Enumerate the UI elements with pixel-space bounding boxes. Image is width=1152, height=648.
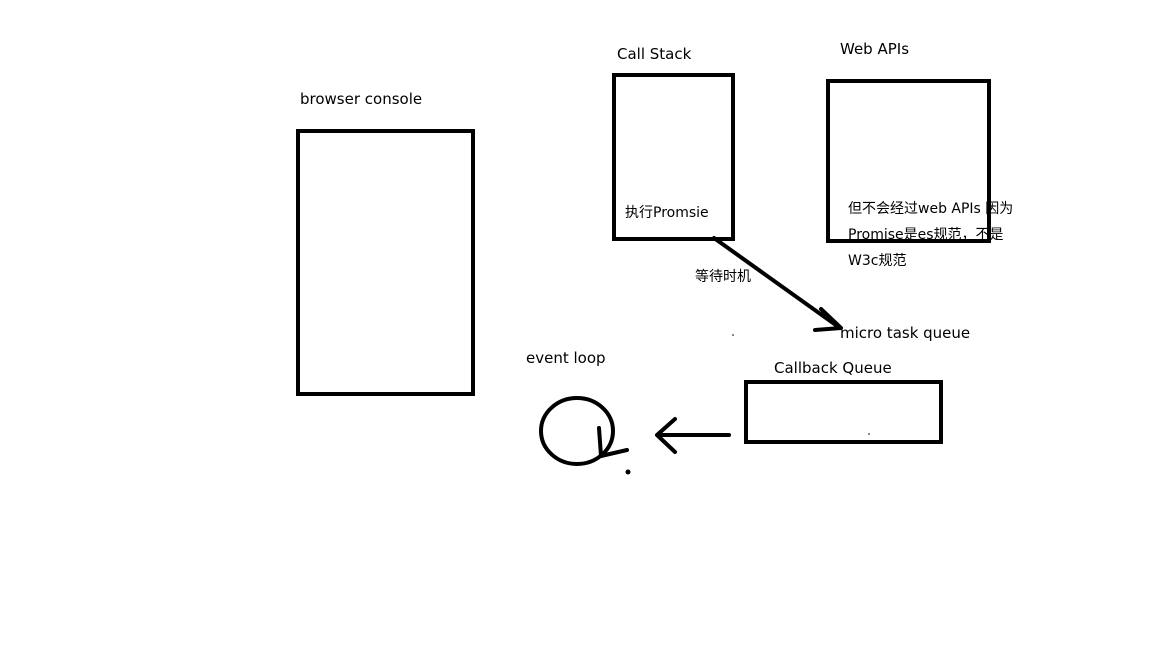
event-loop-icon bbox=[539, 396, 629, 466]
wait-timing-label: 等待时机 bbox=[695, 269, 751, 285]
callback-queue-label: Callback Queue bbox=[774, 359, 892, 377]
event-loop-label: event loop bbox=[526, 349, 606, 367]
promise-note-line-3: W3c规范 bbox=[848, 253, 907, 269]
dot-mark bbox=[625, 469, 631, 475]
promise-note-line-2: Promise是es规范，不是 bbox=[848, 227, 1004, 243]
promise-note: 但不会经过web APIs 因为 Promise是es规范，不是 W3c规范 bbox=[848, 196, 1013, 274]
call-stack-box bbox=[612, 73, 735, 241]
micro-task-queue-label: micro task queue bbox=[840, 324, 971, 342]
browser-console-label: browser console bbox=[300, 90, 423, 108]
web-apis-box bbox=[826, 79, 991, 243]
speck-mark bbox=[732, 334, 734, 336]
call-stack-label: Call Stack bbox=[617, 45, 692, 63]
web-apis-label: Web APIs bbox=[840, 40, 910, 58]
speck-mark bbox=[868, 433, 870, 435]
browser-console-box bbox=[296, 129, 475, 396]
promise-note-line-1: 但不会经过web APIs 因为 bbox=[848, 201, 1014, 217]
execute-promise-label: 执行Promsie bbox=[625, 205, 709, 221]
callback-queue-box bbox=[744, 380, 943, 444]
arrow-to-event-loop bbox=[655, 417, 731, 454]
arrow-to-micro-task-queue bbox=[712, 236, 843, 332]
